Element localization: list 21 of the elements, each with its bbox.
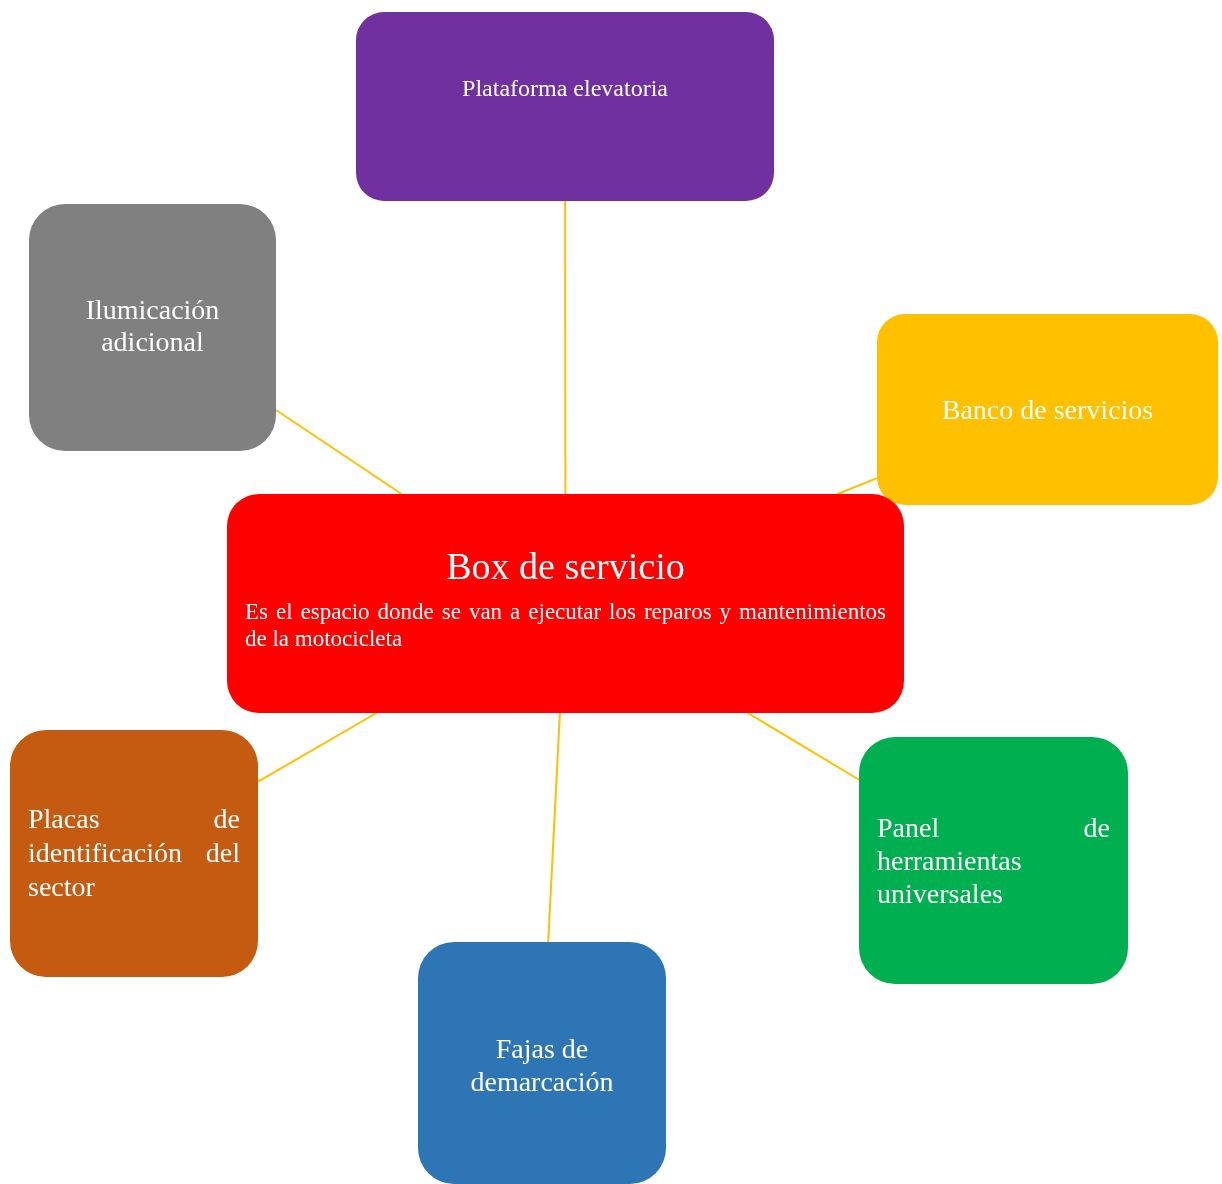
connector-line xyxy=(746,712,860,781)
box-label: Plataforma elevatoria xyxy=(461,74,669,103)
box-label: Panel de herramientas universales xyxy=(877,811,1110,910)
box-description: Es el espacio donde se van a ejecutar los reparos y mantenimientos de la motocicleta xyxy=(245,598,886,652)
box-label: Banco de servicios xyxy=(940,392,1155,427)
process-box xyxy=(418,942,666,1184)
process-box xyxy=(29,204,276,451)
connector-line xyxy=(275,409,403,495)
process-box xyxy=(356,12,774,201)
connector-line xyxy=(547,712,561,943)
process-box xyxy=(10,730,258,977)
central-box xyxy=(227,494,904,713)
box-label: Placas de identificación del sector xyxy=(28,802,240,904)
connector-line xyxy=(836,477,878,495)
box-title: Box de servicio xyxy=(445,544,686,588)
box-label: Ilumicación adicional xyxy=(84,294,221,358)
process-box xyxy=(859,737,1128,984)
process-box xyxy=(877,314,1218,505)
box-label: Fajas de demarcación xyxy=(469,1032,615,1098)
connector-line xyxy=(257,712,378,783)
connector-line xyxy=(564,200,567,495)
